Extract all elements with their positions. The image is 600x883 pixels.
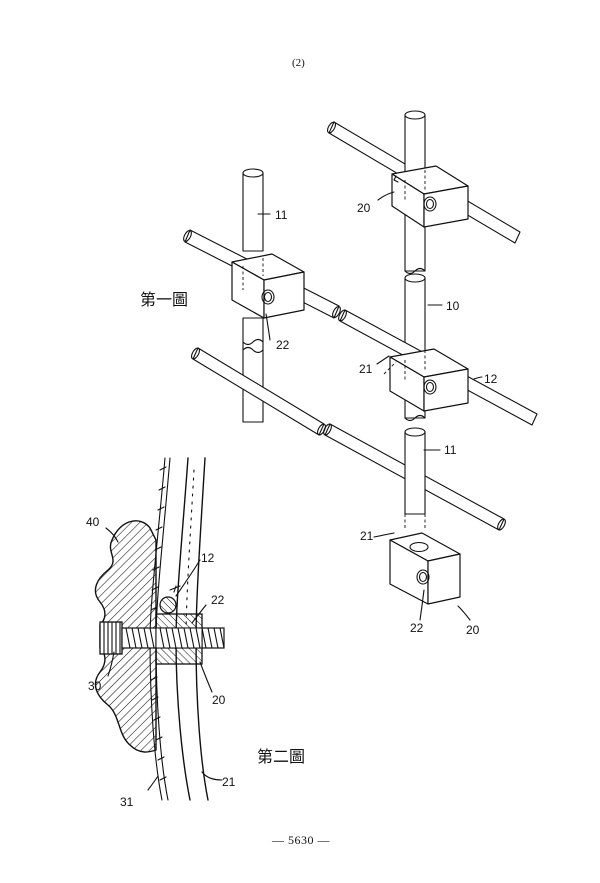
label-22-low: 22 [410,621,424,635]
rod-12-section [160,597,176,613]
screw-30-head [100,622,122,654]
label-21-mid: 21 [359,362,373,376]
connector-block-middle-right [384,349,468,411]
label-10: 10 [446,299,460,313]
label-22-fig2: 22 [211,593,225,607]
figure-2-caption: 第二圖 [257,743,305,767]
label-20-fig2: 20 [212,693,226,707]
label-11-top: 11 [275,208,288,222]
figure-2-drawing: 40 12 22 30 20 31 21 [86,458,236,809]
label-30: 30 [88,679,102,693]
label-21-fig2: 21 [222,775,236,789]
connector-block-upper-right [392,166,468,227]
rod-vertical-right-lower [405,428,425,530]
figure-1-caption: 第一圖 [140,286,188,310]
label-11-mid: 11 [444,443,457,457]
label-21-low: 21 [360,529,374,543]
label-22-left: 22 [276,338,290,352]
connector-block-left [232,254,304,318]
label-20-top: 20 [357,201,371,215]
label-12: 12 [484,372,498,386]
label-12-fig2: 12 [201,551,215,565]
figure-1-drawing: 11 20 10 22 21 12 11 21 22 20 [182,111,537,637]
connector-block-lower-exploded [390,533,460,604]
page-number: — 5630 — [272,833,330,848]
label-40: 40 [86,515,100,529]
label-31: 31 [120,795,134,809]
label-20-low: 20 [466,623,480,637]
